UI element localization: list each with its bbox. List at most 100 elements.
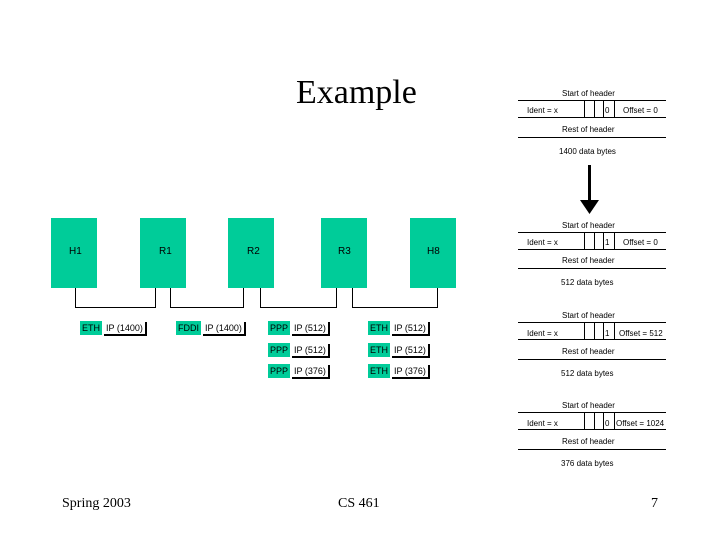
field-divider — [594, 101, 595, 117]
footer-date: Spring 2003 — [62, 496, 131, 511]
link-wire — [437, 288, 438, 308]
ip-tag: IP (1400) — [104, 322, 147, 336]
link-wire — [155, 288, 156, 308]
rest-of-header-label: Rest of header — [562, 125, 615, 134]
field-divider — [594, 413, 595, 429]
footer-page-number: 7 — [651, 496, 658, 511]
link-wire — [352, 288, 353, 308]
row-line — [518, 412, 666, 413]
node-label: H8 — [427, 246, 440, 257]
link-wire — [260, 307, 337, 308]
node-h1: H1 — [51, 218, 97, 288]
l2-tag: PPP — [268, 343, 291, 357]
row-line — [518, 117, 666, 118]
data-bytes-label: 512 data bytes — [561, 278, 614, 287]
l2-tag: ETH — [368, 321, 390, 335]
l2-tag: PPP — [268, 364, 291, 378]
ident-field: Ident = x — [527, 238, 558, 247]
field-divider — [603, 233, 604, 249]
field-divider — [603, 323, 604, 339]
l2-tag: ETH — [368, 343, 390, 357]
row-line — [518, 359, 666, 360]
link-wire — [260, 288, 261, 308]
row-line — [518, 449, 666, 450]
field-divider — [594, 323, 595, 339]
l2-tag: ETH — [80, 321, 102, 335]
field-divider — [614, 323, 615, 339]
offset-field: Offset = 1024 — [616, 419, 665, 428]
field-divider — [603, 101, 604, 117]
ip-tag: IP (376) — [292, 365, 330, 379]
link-wire — [75, 288, 76, 308]
start-of-header-label: Start of header — [562, 401, 615, 410]
start-of-header-label: Start of header — [562, 89, 615, 98]
rest-of-header-label: Rest of header — [562, 256, 615, 265]
node-h8: H8 — [410, 218, 456, 288]
field-divider — [603, 413, 604, 429]
footer-course: CS 461 — [338, 496, 380, 511]
row-line — [518, 268, 666, 269]
start-of-header-label: Start of header — [562, 311, 615, 320]
start-of-header-label: Start of header — [562, 221, 615, 230]
data-bytes-label: 376 data bytes — [561, 459, 614, 468]
field-divider — [594, 233, 595, 249]
rest-of-header-label: Rest of header — [562, 437, 615, 446]
ip-tag: IP (512) — [292, 322, 330, 336]
arrow-down-icon — [580, 200, 599, 214]
link-wire — [170, 288, 171, 308]
field-divider — [584, 233, 585, 249]
link-wire — [75, 307, 156, 308]
field-divider — [614, 101, 615, 117]
mf-flag: 0 — [605, 419, 610, 428]
field-divider — [584, 413, 585, 429]
rest-of-header-label: Rest of header — [562, 347, 615, 356]
ip-tag: IP (376) — [392, 365, 430, 379]
node-label: H1 — [69, 246, 82, 257]
link-wire — [170, 307, 244, 308]
field-divider — [614, 413, 615, 429]
row-line — [518, 249, 666, 250]
row-line — [518, 100, 666, 101]
l2-tag: FDDI — [176, 321, 201, 335]
field-divider — [584, 101, 585, 117]
ip-tag: IP (1400) — [203, 322, 246, 336]
node-r3: R3 — [321, 218, 367, 288]
link-wire — [243, 288, 244, 308]
node-label: R1 — [159, 246, 172, 257]
mf-flag: 0 — [605, 106, 610, 115]
row-line — [518, 339, 666, 340]
l2-tag: ETH — [368, 364, 390, 378]
offset-field: Offset = 0 — [623, 106, 658, 115]
data-bytes-label: 1400 data bytes — [559, 147, 616, 156]
row-line — [518, 429, 666, 430]
ip-tag: IP (512) — [292, 344, 330, 358]
node-r1: R1 — [140, 218, 186, 288]
mf-flag: 1 — [605, 329, 610, 338]
row-line — [518, 137, 666, 138]
row-line — [518, 232, 666, 233]
l2-tag: PPP — [268, 321, 291, 335]
field-divider — [614, 233, 615, 249]
data-bytes-label: 512 data bytes — [561, 369, 614, 378]
offset-field: Offset = 0 — [623, 238, 658, 247]
ident-field: Ident = x — [527, 329, 558, 338]
node-r2: R2 — [228, 218, 274, 288]
row-line — [518, 322, 666, 323]
mf-flag: 1 — [605, 238, 610, 247]
ip-tag: IP (512) — [392, 344, 430, 358]
ident-field: Ident = x — [527, 419, 558, 428]
slide-title: Example — [296, 74, 417, 111]
ip-tag: IP (512) — [392, 322, 430, 336]
offset-field: Offset = 512 — [619, 329, 663, 338]
field-divider — [584, 323, 585, 339]
link-wire — [336, 288, 337, 308]
node-label: R3 — [338, 246, 351, 257]
